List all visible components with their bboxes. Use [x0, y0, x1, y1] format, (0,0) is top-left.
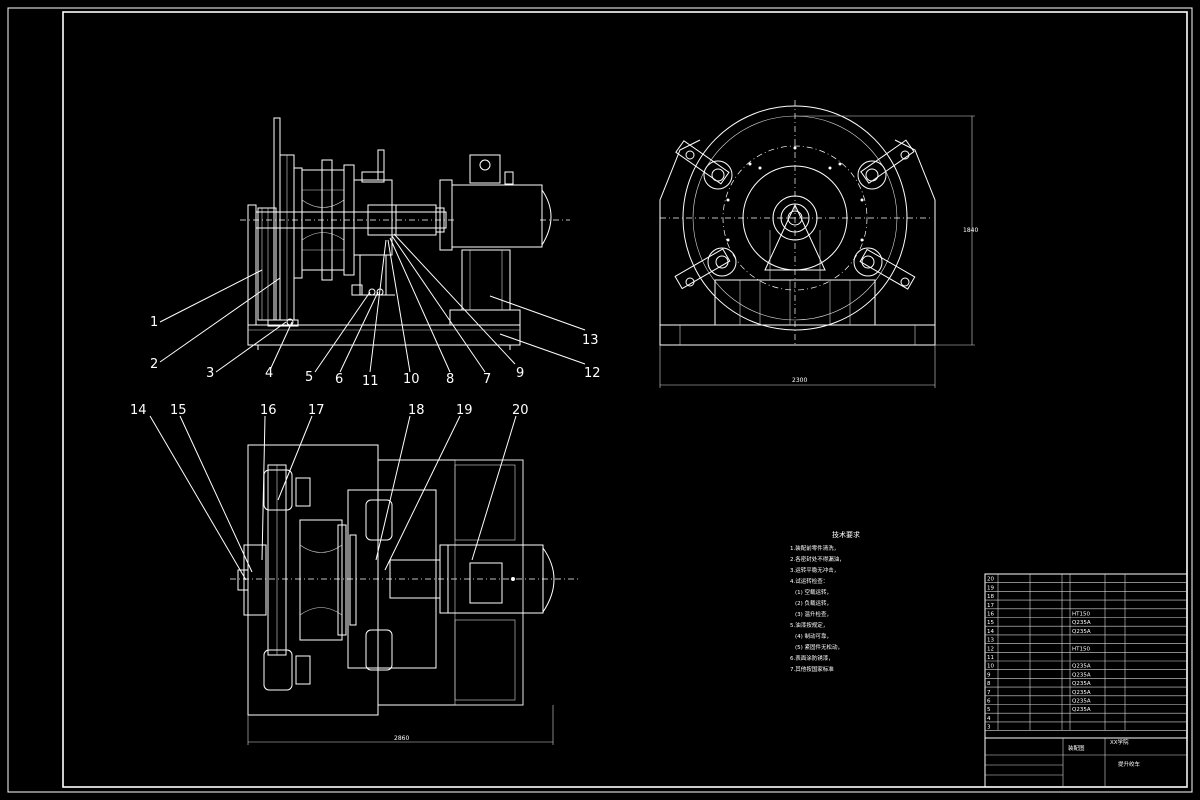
bom-row-number: 20 [987, 577, 994, 583]
bom-row-number: 7 [987, 690, 991, 696]
tech-line: 7.其他按国家标准 [790, 665, 834, 673]
side-view-leaders [159, 233, 586, 373]
bom-row-number: 18 [987, 594, 994, 600]
part-label: 10 [403, 372, 420, 387]
tech-line: 1.装配前零件清洗， [790, 544, 839, 552]
tech-line: 2.各密封处不得漏油， [790, 555, 845, 563]
front-height-dim: 1840 [963, 227, 978, 234]
part-label: 17 [308, 403, 325, 418]
bom-row-material: Q235A [1072, 672, 1091, 678]
bom-row-number: 4 [987, 716, 991, 722]
bom-row-number: 16 [987, 612, 994, 618]
part-label: 3 [206, 366, 214, 381]
school-name: XX学院 [1110, 738, 1129, 746]
part-label: 19 [456, 403, 473, 418]
part-label: 14 [130, 403, 147, 418]
part-label: 5 [305, 370, 313, 385]
bom-row-number: 11 [987, 655, 994, 661]
bom-row-material: Q235A [1072, 620, 1091, 626]
outer-border [7, 7, 1193, 793]
part-label: 9 [516, 366, 524, 381]
tech-line: (4) 制动可靠， [795, 632, 832, 640]
bom-row-material: Q235A [1072, 690, 1091, 696]
bom-row-number: 3 [987, 725, 991, 731]
bom-row-material: HT150 [1072, 612, 1090, 618]
bom-row-material: Q235A [1072, 664, 1091, 670]
bom-row-material: HT150 [1072, 646, 1090, 652]
part-label: 12 [584, 366, 601, 381]
part-label: 4 [265, 366, 273, 381]
tech-heading: 技术要求 [832, 530, 860, 539]
drawing-title: 提升绞车 [1118, 760, 1141, 768]
bom-row-number: 14 [987, 629, 994, 635]
bom-row-number: 13 [987, 638, 994, 644]
bom-row-material: Q235A [1072, 681, 1091, 687]
tech-line: 3.运转平稳无冲击， [790, 566, 839, 574]
part-label: 20 [512, 403, 529, 418]
part-label: 6 [335, 372, 343, 387]
tech-requirements: 技术要求 1.装配前零件清洗， 2.各密封处不得漏油， 3.运转平稳无冲击， 4… [790, 530, 860, 673]
bom-row-number: 9 [987, 672, 991, 678]
front-width-dim: 2300 [792, 377, 807, 384]
bom-row-material: Q235A [1072, 707, 1091, 713]
front-dimensions: 2300 1840 [659, 115, 978, 388]
tech-line: 6.表面涂防锈漆， [790, 654, 834, 662]
top-view [230, 444, 580, 716]
tech-line: (2) 负载运转， [795, 599, 832, 607]
part-label: 8 [446, 372, 454, 387]
top-view-labels: 14 15 16 17 18 19 20 [130, 403, 529, 418]
part-label: 15 [170, 403, 187, 418]
inner-frame [62, 11, 1188, 788]
tech-line: (1) 空载运转， [795, 588, 832, 596]
bom-row-number: 19 [987, 585, 994, 591]
part-label: 2 [150, 357, 158, 372]
part-label: 18 [408, 403, 425, 418]
drawing-number: 装配图 [1068, 744, 1085, 752]
top-view-leaders [149, 415, 517, 581]
tech-line: (3) 温升检查， [795, 610, 832, 618]
tech-line: 4.试运转检查： [790, 577, 828, 585]
top-dimensions: 2860 [247, 705, 554, 745]
title-block: 装配图 XX学院 提升绞车 [985, 737, 1188, 787]
part-label: 1 [150, 315, 158, 330]
part-label: 7 [483, 372, 491, 387]
part-label: 11 [362, 374, 379, 389]
bom-row-number: 12 [987, 646, 994, 652]
bom-row-number: 17 [987, 603, 994, 609]
front-view [659, 100, 936, 346]
top-width-dim: 2860 [394, 735, 409, 742]
tech-line: 5.油漆按规定， [790, 621, 828, 629]
part-label: 16 [260, 403, 277, 418]
bom-row-number: 6 [987, 699, 991, 705]
bom-row-material: Q235A [1072, 699, 1091, 705]
tech-line: (5) 紧固件无松动， [795, 643, 843, 651]
bom-row-number: 10 [987, 664, 994, 670]
bom-row-number: 5 [987, 707, 991, 713]
bom-row-number: 8 [987, 681, 991, 687]
side-view [240, 117, 570, 350]
part-label: 13 [582, 333, 599, 348]
bom-row-number: 15 [987, 620, 994, 626]
side-view-labels: 1 2 3 4 5 6 11 10 8 7 9 12 13 [150, 315, 601, 389]
bom-row-material: Q235A [1072, 629, 1091, 635]
